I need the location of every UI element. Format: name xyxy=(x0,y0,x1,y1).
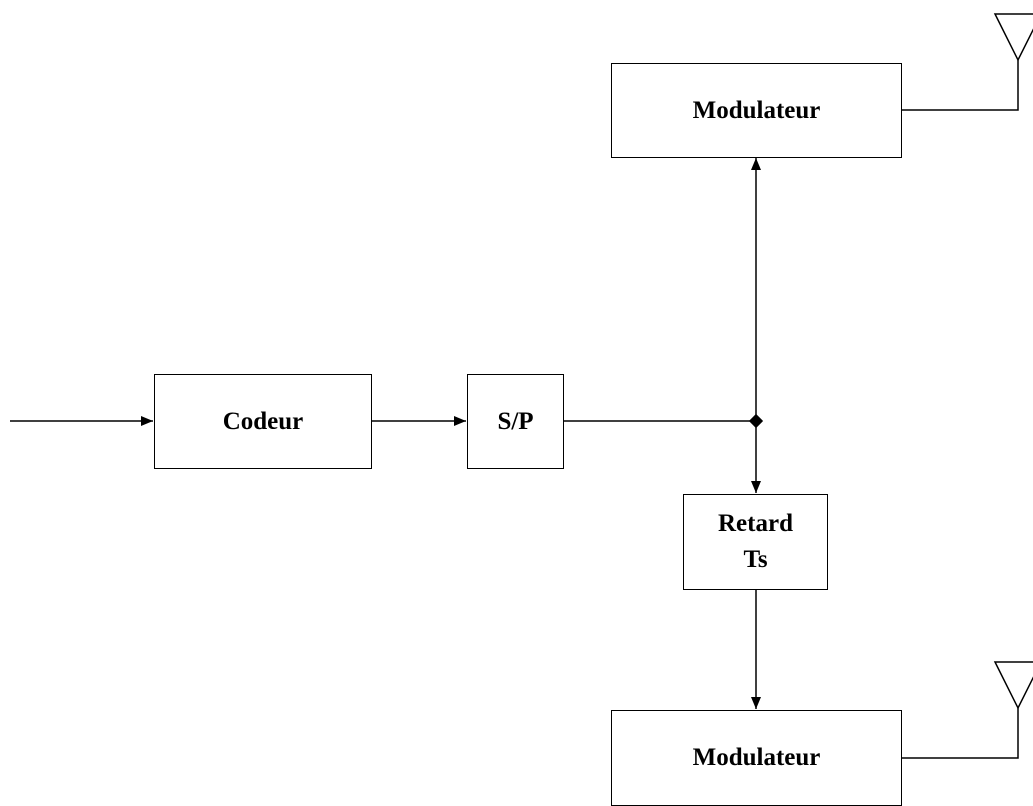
modulateur-top-label: Modulateur xyxy=(692,96,821,124)
codeur-block: Codeur xyxy=(154,374,372,469)
retard-label-line2: Ts xyxy=(743,546,768,573)
antenna-top-icon xyxy=(993,13,1033,62)
sp-block: S/P xyxy=(467,374,564,469)
junction-node xyxy=(748,413,764,429)
sp-label: S/P xyxy=(497,407,534,435)
retard-block: Retard Ts xyxy=(683,494,828,590)
retard-label-line1: Retard xyxy=(718,510,793,537)
modulateur-bottom-block: Modulateur xyxy=(611,710,902,806)
codeur-label: Codeur xyxy=(222,407,304,435)
modulateur-top-output-wire xyxy=(902,60,1019,111)
modulateur-bottom-label: Modulateur xyxy=(692,744,821,771)
modulateur-top-block: Modulateur xyxy=(611,63,902,158)
modulateur-bottom-output-wire xyxy=(902,708,1019,759)
antenna-bottom-icon xyxy=(993,661,1033,710)
